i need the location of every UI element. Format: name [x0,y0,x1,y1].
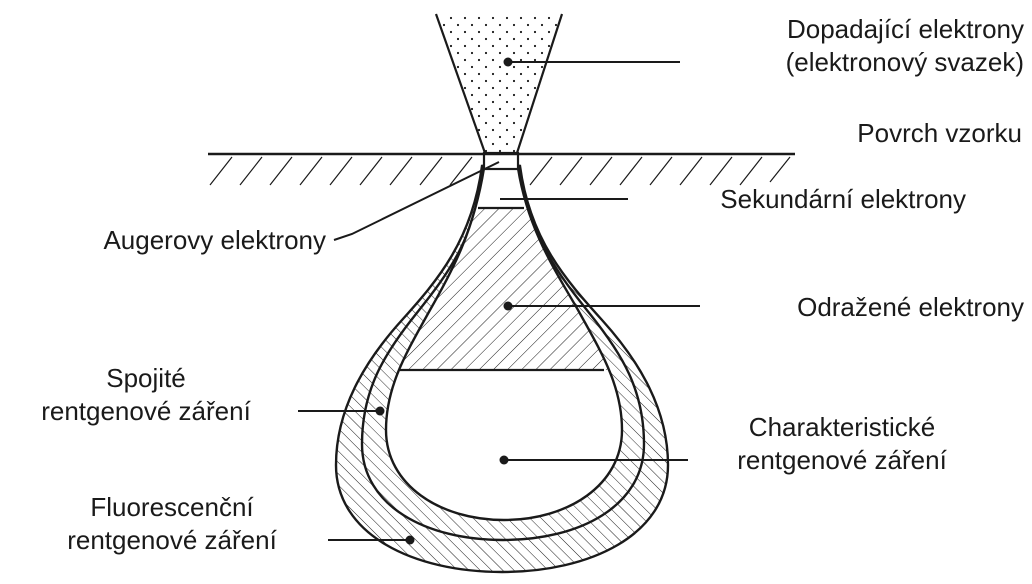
dot-fluorescent [406,536,415,545]
dot-incident [504,58,513,67]
dot-backscattered [504,302,513,311]
label-surface: Povrch vzorku [857,118,1022,148]
label-incident-line2: (elektronový svazek) [786,47,1024,77]
label-backscattered: Odražené elektrony [797,292,1024,322]
electron-beam [436,14,562,153]
label-auger: Augerovy elektrony [103,225,326,255]
label-incident-line1: Dopadající elektrony [787,14,1024,44]
label-continuous-line2: rentgenové záření [41,396,251,426]
label-characteristic-line1: Charakteristické [749,412,935,442]
label-secondary: Sekundární elektrony [720,184,966,214]
label-continuous-line1: Spojité [106,363,186,393]
label-characteristic-line2: rentgenové záření [737,445,947,475]
dot-characteristic [500,456,509,465]
label-fluorescent-line1: Fluorescenční [90,492,254,522]
label-fluorescent-line2: rentgenové záření [67,525,277,555]
backscattered-region [380,208,630,370]
dot-continuous [376,407,385,416]
